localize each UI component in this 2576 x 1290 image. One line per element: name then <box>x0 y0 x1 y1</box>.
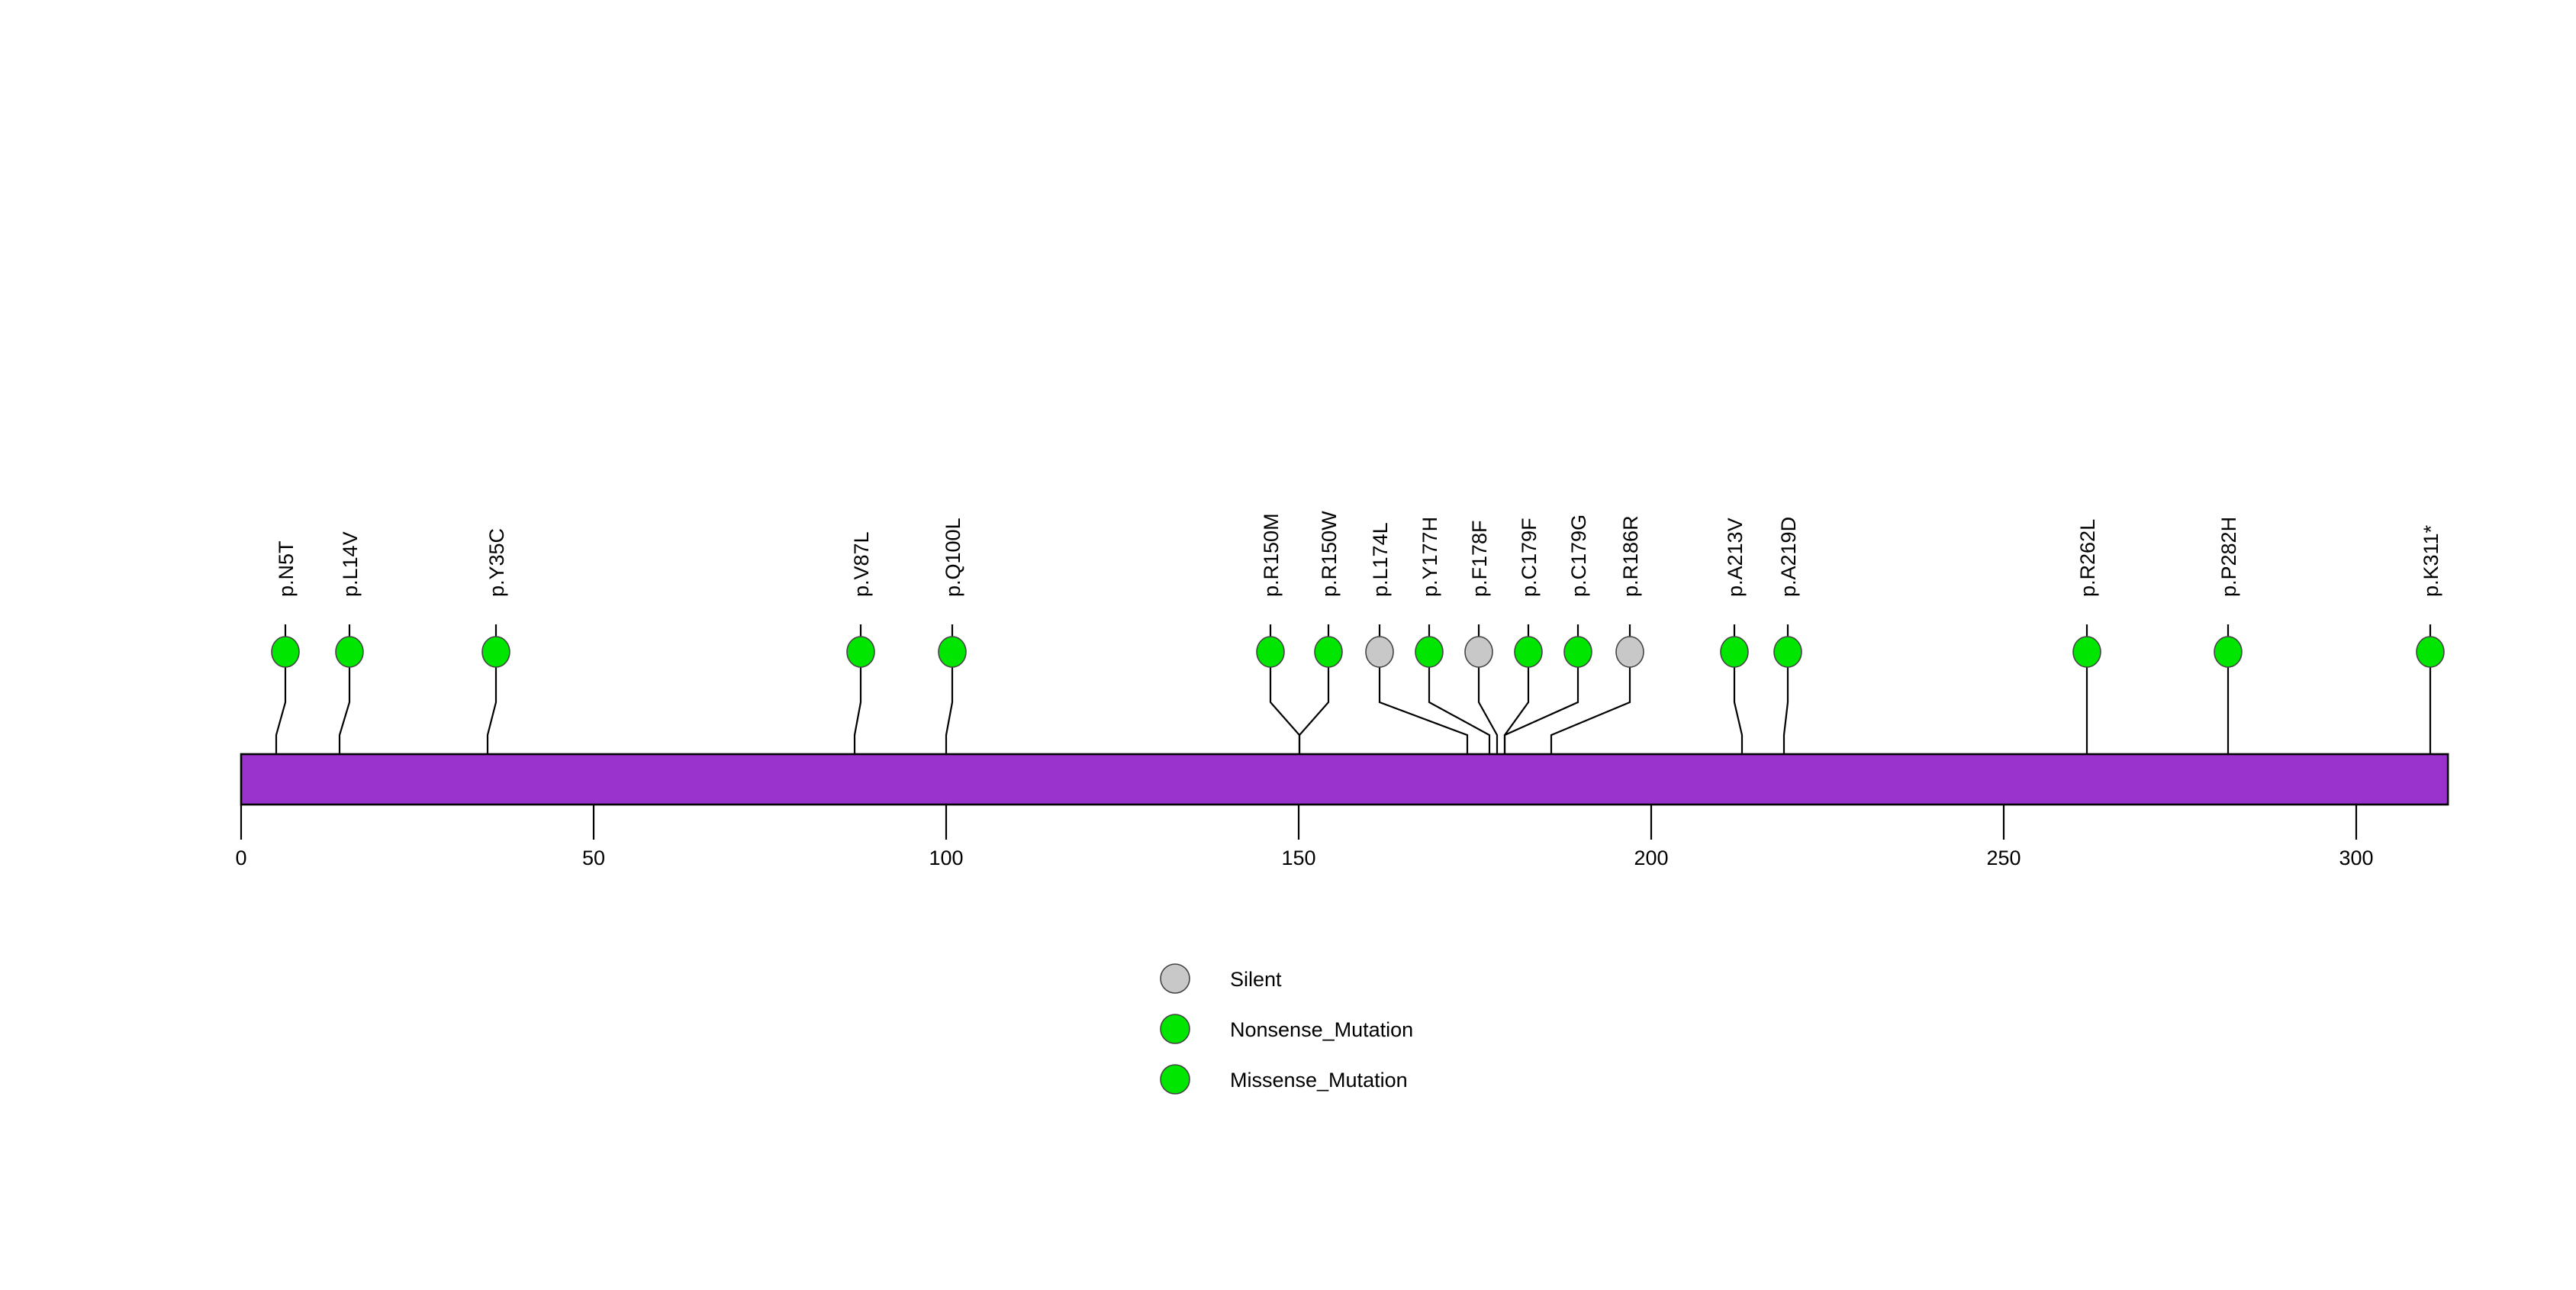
x-axis-group: 0 50 100 150 200 250 300 <box>235 805 2374 869</box>
protein-backbone-bar <box>240 753 2449 806</box>
legend-label[interactable]: Nonsense_Mutation <box>1230 1018 1413 1041</box>
mutation-marker[interactable] <box>1464 636 1493 668</box>
axis-tick-label: 100 <box>929 847 963 869</box>
mutation-label: p.A219D <box>1777 517 1800 597</box>
mutation-label: p.C179F <box>1518 518 1541 597</box>
axis-tick-label: 150 <box>1281 847 1315 869</box>
mutation-marker[interactable] <box>1615 636 1644 668</box>
mutation-label: p.K311* <box>2420 524 2442 597</box>
mutation-label: p.R150M <box>1260 513 1283 597</box>
axis-tick-label: 0 <box>235 847 246 869</box>
mutation-label: p.L14V <box>339 531 362 597</box>
axis-tick-label: 50 <box>582 847 605 869</box>
mutation-marker[interactable] <box>271 636 300 668</box>
legend-swatch <box>1160 1064 1190 1095</box>
mutation-marker[interactable] <box>1365 636 1394 668</box>
legend-label[interactable]: Missense_Mutation <box>1230 1069 1408 1092</box>
mutation-label: p.Q100L <box>942 518 964 597</box>
legend-label[interactable]: Silent <box>1230 968 1282 991</box>
mutation-label: p.V87L <box>850 531 873 597</box>
mutation-heads-group <box>271 636 2445 668</box>
mutation-marker[interactable] <box>2416 636 2445 668</box>
mutation-marker[interactable] <box>1514 636 1543 668</box>
mutation-marker[interactable] <box>1563 636 1592 668</box>
mutation-label: p.F178F <box>1468 520 1491 597</box>
mutation-marker[interactable] <box>1720 636 1749 668</box>
mutation-marker[interactable] <box>938 636 967 668</box>
mutation-label: p.N5T <box>275 540 298 597</box>
mutation-label: p.R262L <box>2076 519 2099 597</box>
mutation-label: p.R186R <box>1619 515 1642 597</box>
axis-tick-label: 250 <box>1986 847 2021 869</box>
axis-tick-label: 300 <box>2339 847 2373 869</box>
mutation-label: p.C179G <box>1567 514 1590 597</box>
mutation-marker[interactable] <box>2072 636 2101 668</box>
legend-swatch <box>1160 963 1190 994</box>
mutation-label: p.P282H <box>2217 517 2240 597</box>
mutation-marker[interactable] <box>846 636 875 668</box>
mutation-marker[interactable] <box>1256 636 1285 668</box>
mutation-label: p.A213V <box>1724 518 1747 597</box>
protein-domain-group <box>240 753 2449 806</box>
mutation-label: p.R150W <box>1318 511 1341 597</box>
mutation-marker[interactable] <box>481 636 510 668</box>
legend-swatch <box>1160 1014 1190 1044</box>
mutation-marker[interactable] <box>1314 636 1343 668</box>
mutation-marker[interactable] <box>2214 636 2243 668</box>
mutation-marker[interactable] <box>1773 636 1802 668</box>
axis-tick-label: 200 <box>1634 847 1668 869</box>
mutation-label: p.L174L <box>1369 522 1392 597</box>
mutation-label: p.Y35C <box>485 528 508 597</box>
mutation-marker[interactable] <box>1415 636 1444 668</box>
mutation-label: p.Y177H <box>1418 517 1441 597</box>
mutation-labels-group: p.N5T p.L14V p.Y35C p.V87L p.Q100L p.R150M p.R… <box>275 511 2442 597</box>
mutation-marker[interactable] <box>335 636 364 668</box>
